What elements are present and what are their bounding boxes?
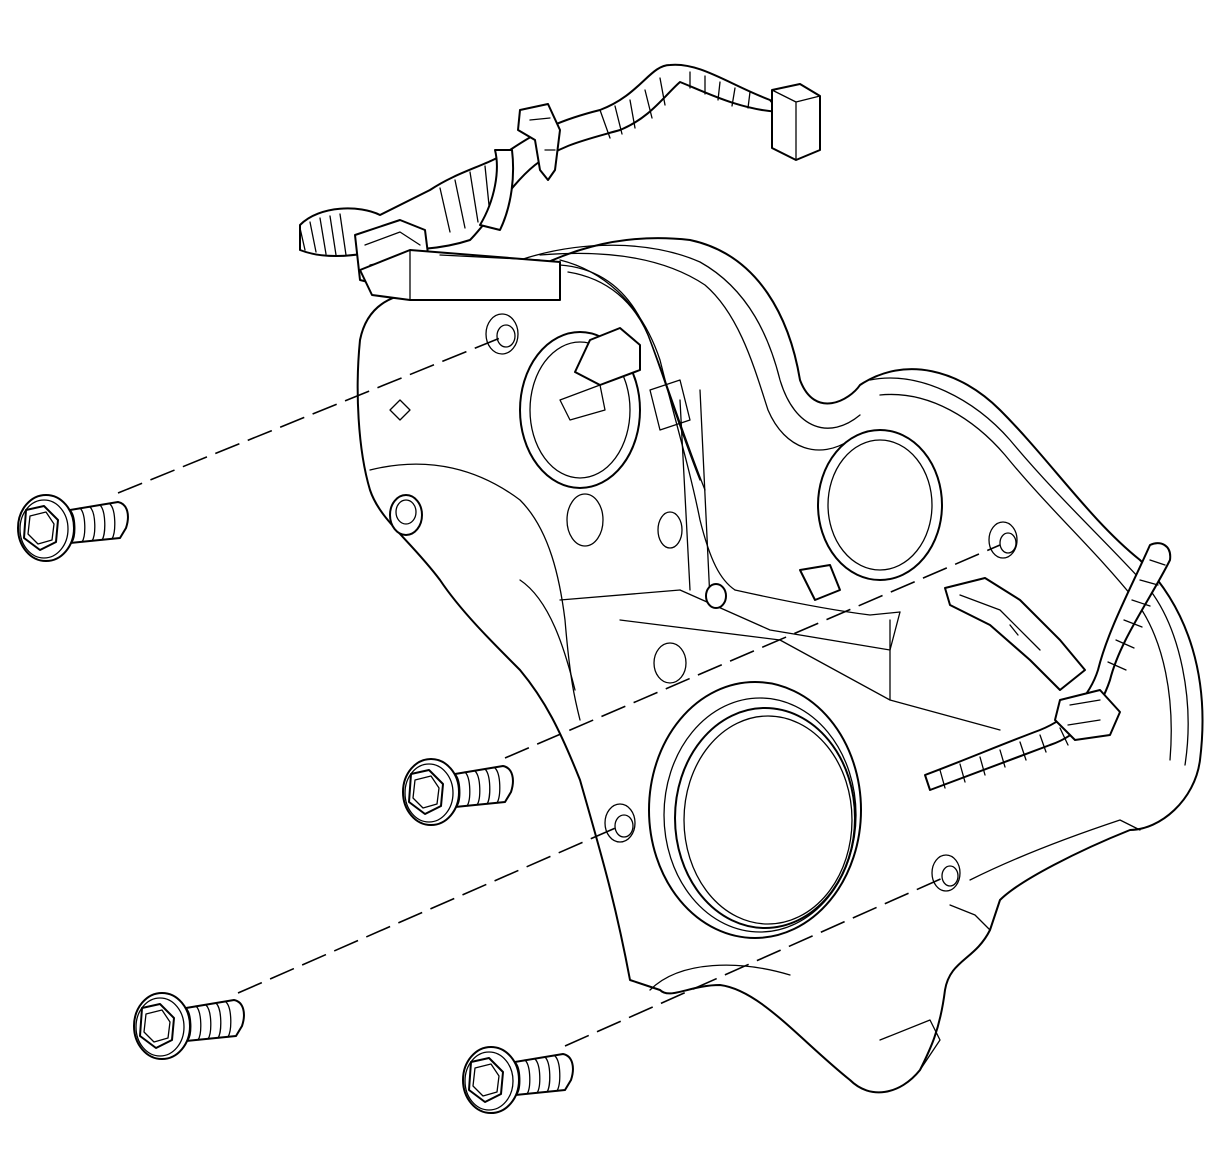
alignment-line-bolt-3 <box>237 825 621 994</box>
bolt-alignment-lines <box>117 337 1001 1047</box>
cover-bolt-3 <box>133 992 245 1060</box>
alignment-line-bolt-2 <box>504 544 1001 759</box>
cover-bolt-2 <box>402 758 514 826</box>
timing-belt-cover <box>356 237 1204 1094</box>
cover-bolt-1 <box>17 494 129 562</box>
wiring-harness <box>299 63 1172 791</box>
cover-bolt-4 <box>462 1046 574 1114</box>
